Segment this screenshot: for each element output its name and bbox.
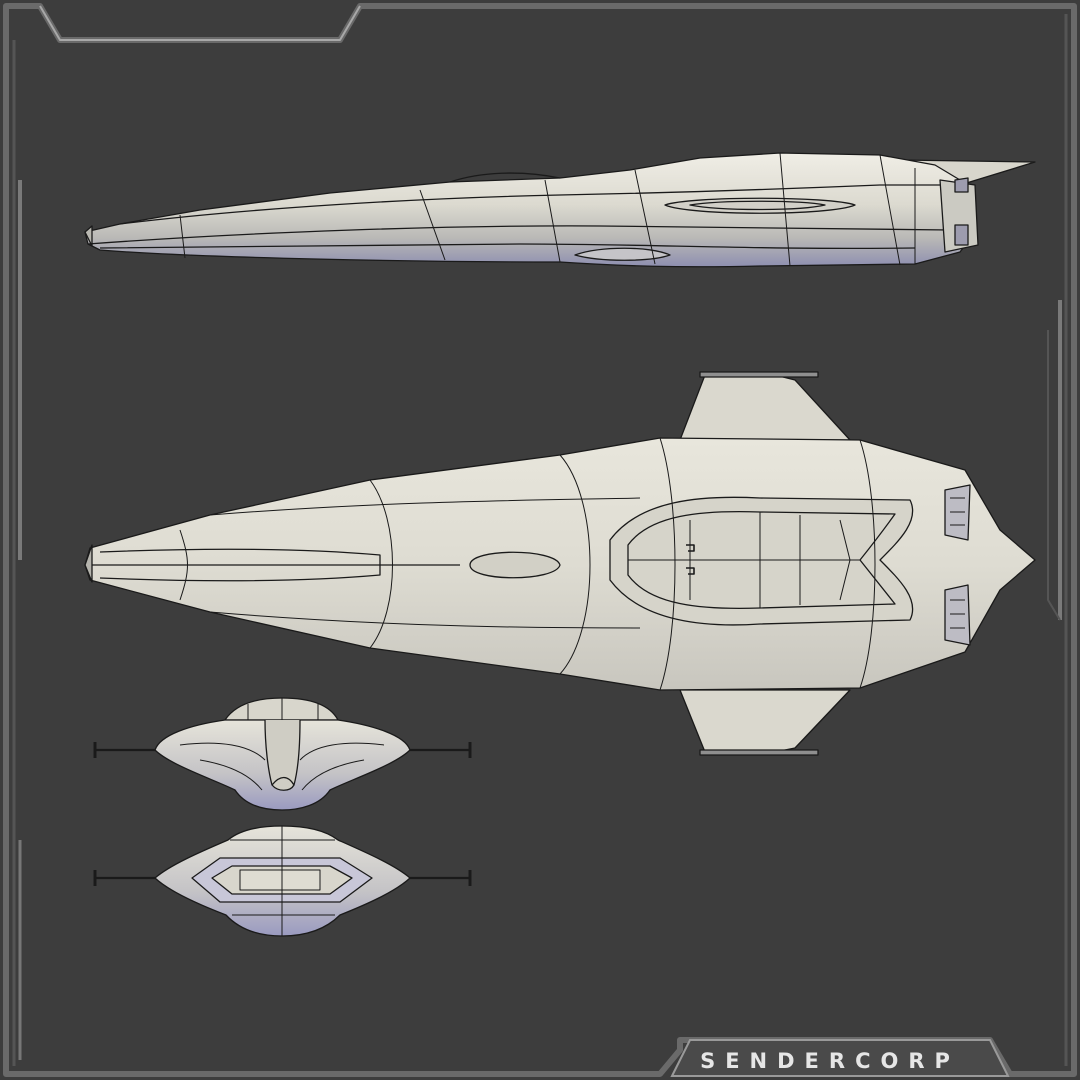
top-view (84, 371, 1036, 756)
brand-logo-text: SENDERCORP (700, 1049, 960, 1073)
front-view (93, 697, 472, 811)
rear-view (93, 825, 472, 937)
side-view (84, 152, 1036, 268)
frame-border (3, 3, 1077, 1077)
brand-plate (670, 1039, 1010, 1077)
